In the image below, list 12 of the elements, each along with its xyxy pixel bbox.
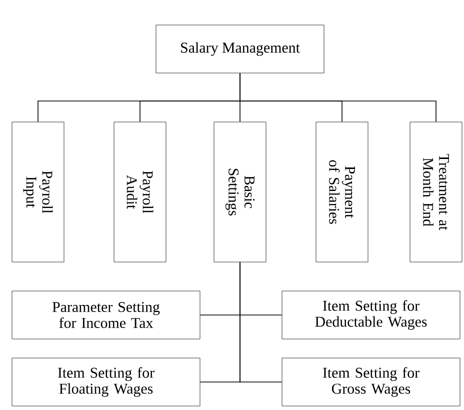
setting-box: Item Setting for Gross Wages — [282, 358, 460, 406]
setting-box: Parameter Setting for Income Tax — [12, 290, 200, 340]
menu-box: Payment of Salaries — [316, 122, 368, 262]
menu-box: Basic Settings — [214, 122, 266, 262]
setting-box: Item Setting for Deductable Wages — [282, 290, 460, 340]
connector-line — [240, 262, 282, 382]
menu-box: Payroll Audit — [114, 122, 166, 262]
title-box: Salary Management — [156, 24, 324, 74]
connector-line — [240, 72, 436, 122]
menu-box: Payroll Input — [12, 122, 64, 262]
menu-box: Treatment at Month End — [410, 122, 462, 262]
setting-box: Item Setting for Floating Wages — [12, 358, 200, 406]
